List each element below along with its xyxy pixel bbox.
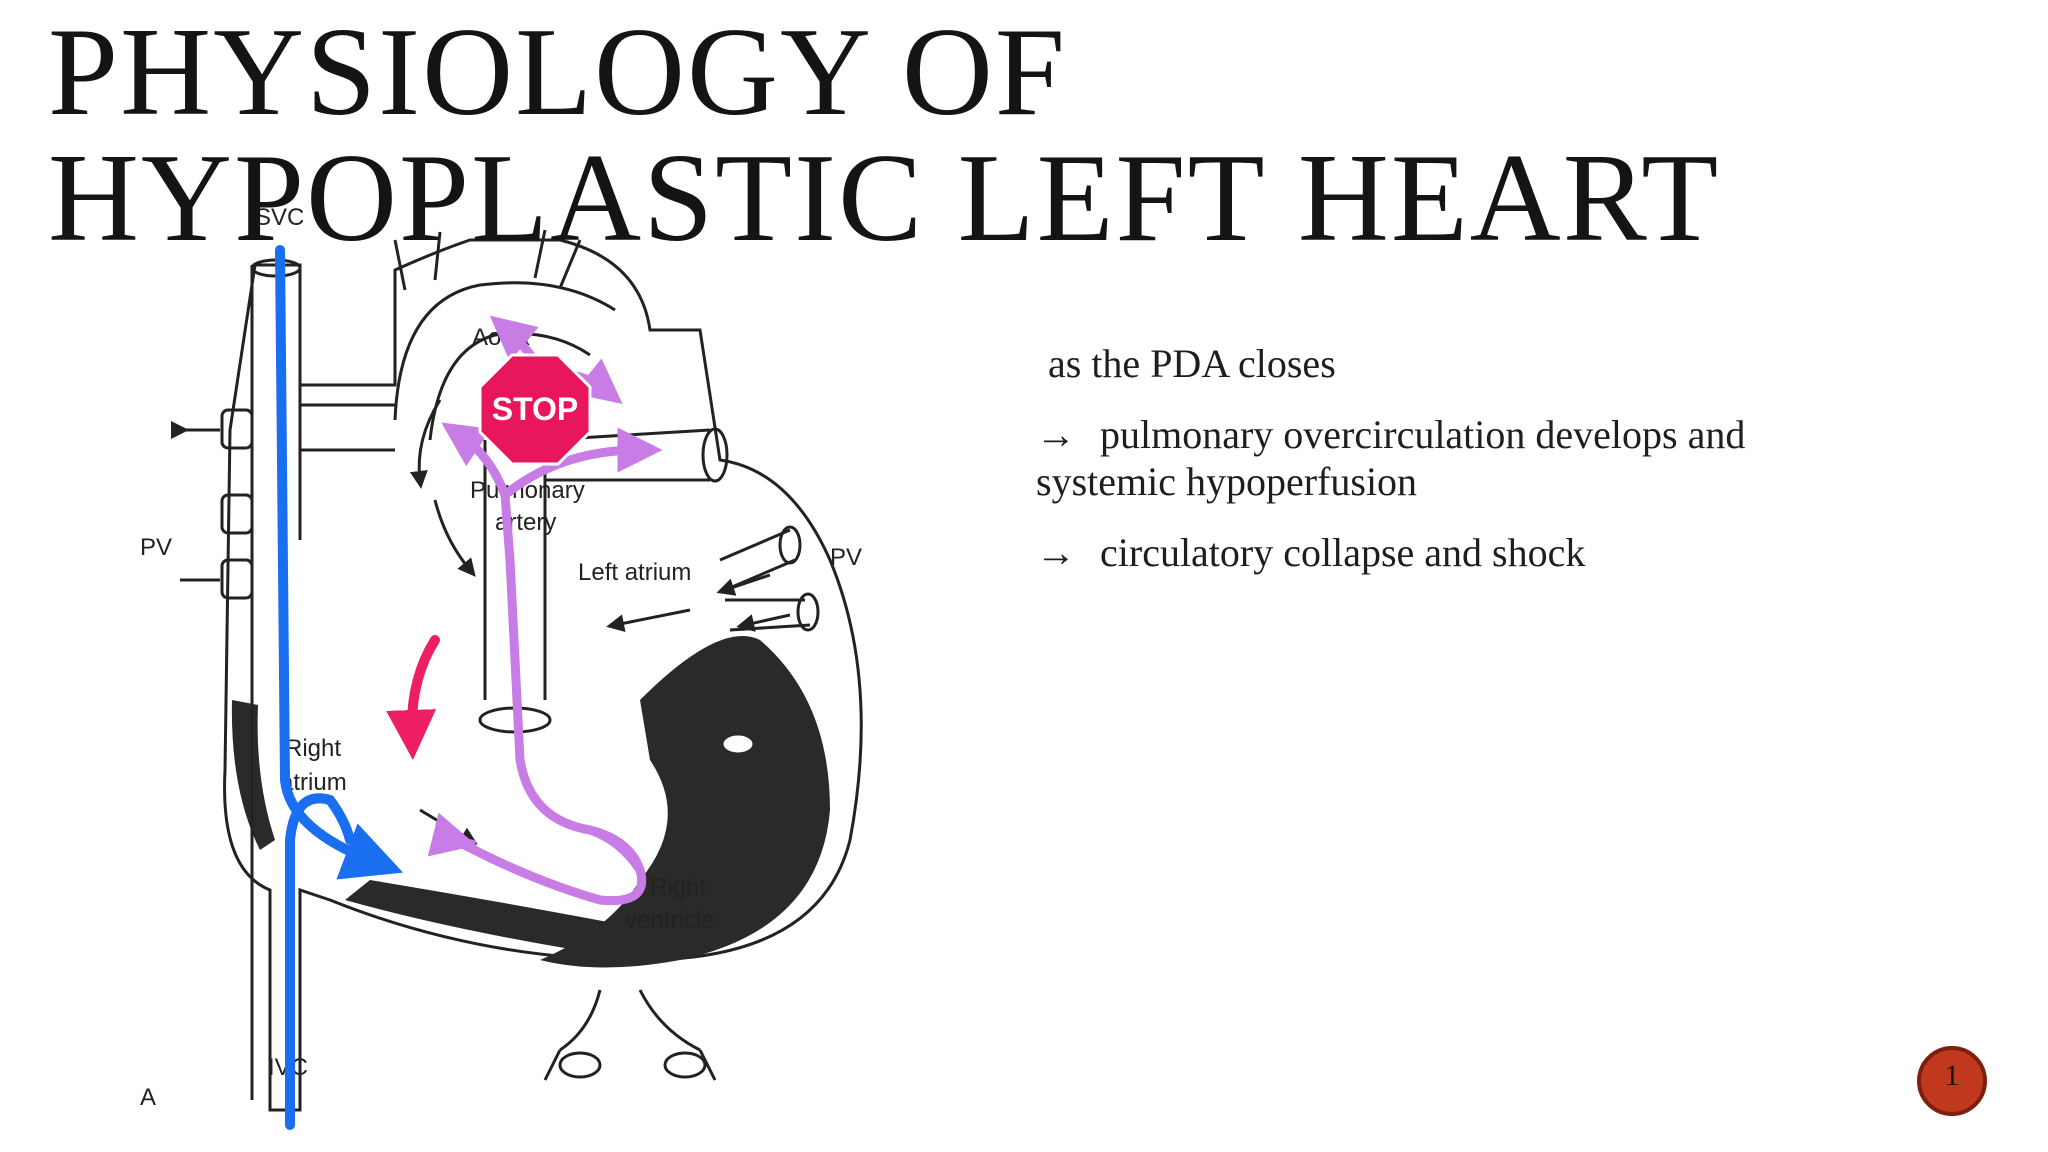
lower-vessel-end-right bbox=[663, 1051, 707, 1079]
pa-flow-right bbox=[500, 427, 663, 500]
svc-tube bbox=[250, 265, 302, 1100]
title-line-1: PHYSIOLOGY OF bbox=[48, 3, 1067, 142]
bullet-item: → circulatory collapse and shock bbox=[1036, 529, 1876, 576]
label-svc: SVC bbox=[255, 204, 304, 231]
title-line-2: HYPOPLASTIC LEFT HEART bbox=[48, 129, 1721, 268]
head-vessel-1 bbox=[393, 231, 442, 291]
pulmonary-artery bbox=[483, 440, 547, 700]
heart-outline bbox=[223, 238, 863, 1112]
bullet-text: pulmonary overcirculation develops and s… bbox=[1036, 412, 1746, 504]
stop-sign-text: STOP bbox=[492, 391, 579, 427]
bullet-item: as the PDA closes bbox=[1036, 340, 1876, 387]
pa-branch-end bbox=[701, 427, 729, 483]
pa-branch-left bbox=[300, 403, 395, 452]
pulmonary-flow-back-arrow bbox=[585, 825, 645, 875]
pulmonary-flow-inlet bbox=[427, 812, 477, 857]
right-arrow-icon: → bbox=[1036, 530, 1076, 575]
heart-diagram: SVC Aorta Pulmonary artery Left atrium P… bbox=[140, 204, 863, 1130]
ivc-flow-arrow bbox=[285, 793, 355, 1130]
pulmonary-veins-left bbox=[171, 408, 254, 600]
label-right-atrium-1: Right bbox=[285, 735, 341, 762]
aortic-arch bbox=[393, 281, 616, 421]
pa-flow-left bbox=[441, 422, 510, 500]
bullet-list: as the PDA closes → pulmonary overcircul… bbox=[1036, 340, 1876, 600]
shunt-arrow bbox=[386, 635, 440, 760]
label-pv-right: PV bbox=[830, 544, 862, 571]
myocardium bbox=[540, 636, 830, 968]
label-pv-left: PV bbox=[140, 534, 172, 561]
bullet-text: as the PDA closes bbox=[1048, 341, 1336, 386]
bullet-item: → pulmonary overcirculation develops and… bbox=[1036, 411, 1876, 505]
label-right-ventricle-1: Right bbox=[650, 874, 706, 901]
valve-opening bbox=[720, 732, 756, 756]
head-vessel-2 bbox=[533, 229, 582, 289]
label-panel-a: A bbox=[140, 1084, 156, 1111]
page-number-badge: 1 bbox=[1917, 1046, 1987, 1116]
myocardium-lower bbox=[345, 880, 650, 960]
label-right-ventricle-2: ventricle bbox=[625, 907, 714, 934]
label-left-atrium: Left atrium bbox=[578, 559, 691, 586]
svc-flow-arrow bbox=[275, 245, 404, 880]
right-arrow-icon: → bbox=[1036, 412, 1076, 457]
lower-vessel-end-left bbox=[558, 1051, 602, 1079]
stop-sign: STOP bbox=[478, 353, 592, 466]
bullet-text: circulatory collapse and shock bbox=[1100, 530, 1586, 575]
chamber-dot bbox=[684, 679, 706, 701]
pulmonary-veins-right bbox=[716, 525, 820, 632]
lower-vessels bbox=[543, 989, 717, 1081]
slide-title: PHYSIOLOGY OF HYPOPLASTIC LEFT HEART bbox=[48, 10, 1720, 262]
